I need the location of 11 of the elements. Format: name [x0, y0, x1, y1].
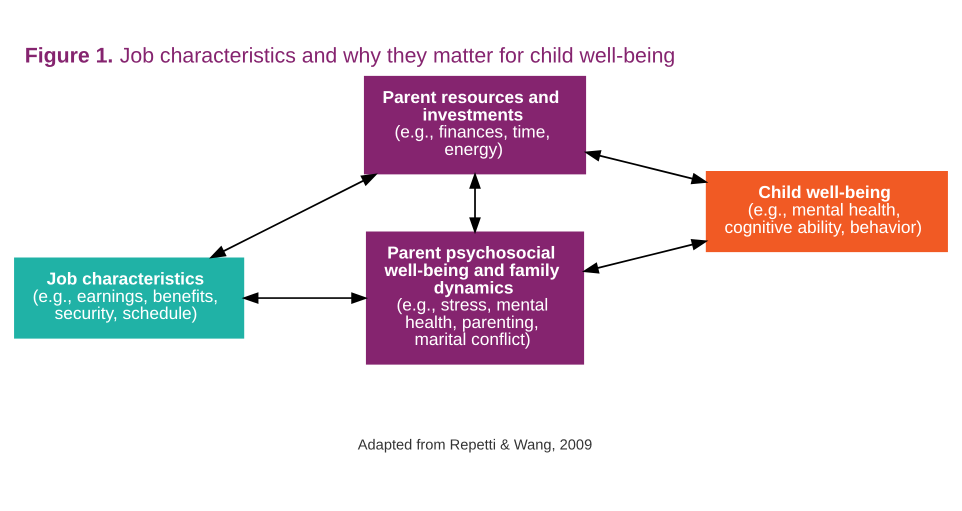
caption: Adapted from Repetti & Wang, 2009 — [358, 437, 592, 454]
node-box: Job characteristics (e.g., earnings, benefits, security, schedule) — [14, 258, 244, 339]
arrow — [209, 173, 378, 258]
arrow — [582, 238, 708, 274]
arrow — [584, 150, 708, 184]
node-box: Parent psychosocial well-being and family dynamics (e.g., stress, mental health, parenting, marital conflict) — [366, 232, 584, 365]
arrow — [242, 292, 368, 304]
node-box: Parent resources and investments (e.g., finances, time, energy) — [364, 76, 586, 174]
arrow — [469, 172, 481, 234]
diagram-title: Figure 1. Job characteristics and why they matter for child well-being — [24, 43, 676, 68]
node-box: Child well-being (e.g., mental health, cognitive ability, behavior) — [706, 171, 948, 252]
